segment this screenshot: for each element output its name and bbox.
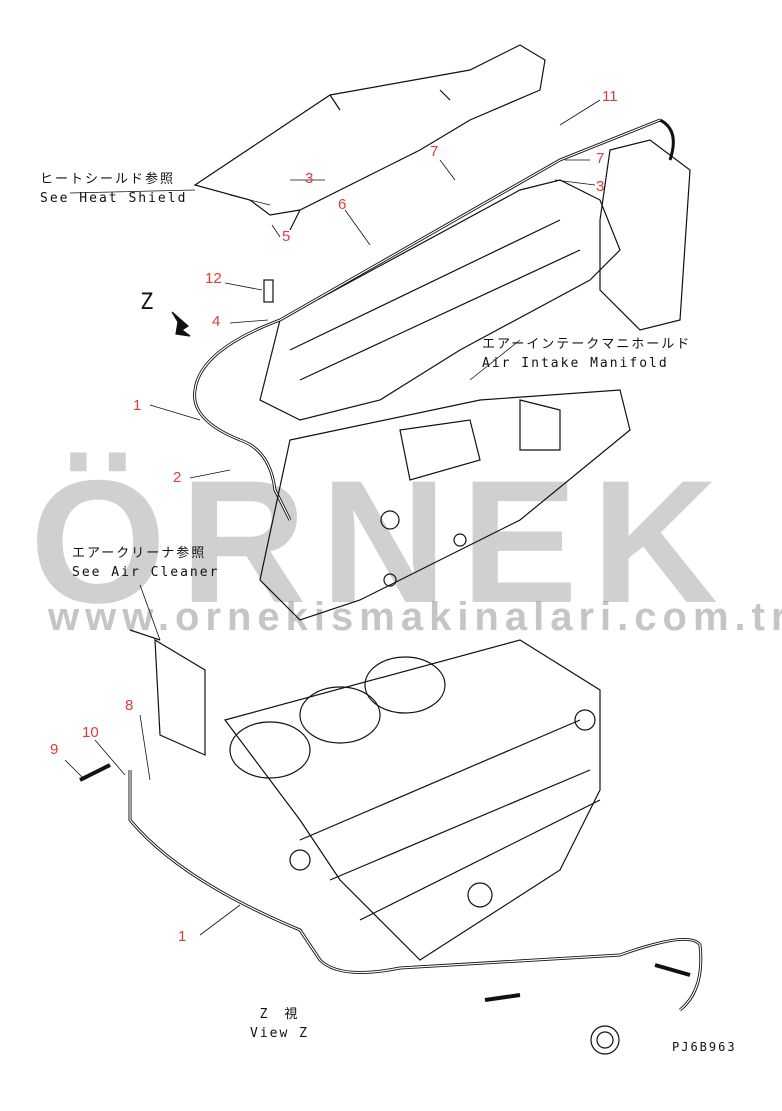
air-cleaner-bracket [154,638,206,756]
intake-note-jp: エアーインテークマニホールド [482,337,692,352]
view-z-jp: Z 視 [259,1007,300,1022]
air-cleaner-note-jp: エアークリーナ参照 [72,546,207,561]
drawing-code: PJ6B963 [672,1040,737,1054]
callout-5: 5 [282,228,291,245]
pipe-lower [128,770,703,1012]
z-view-marker: Z [140,290,154,315]
callout-1: 1 [178,928,187,945]
callout-11: 11 [602,88,618,105]
callout-7: 7 [430,143,439,160]
callout-6: 6 [338,196,347,213]
callout-3: 3 [305,170,314,187]
callout-12: 12 [205,270,222,287]
watermark-brand: ÖRNEK [30,445,732,640]
heat-shield [193,44,546,216]
intake-note-en: Air Intake Manifold [482,356,669,371]
callout-7: 7 [596,150,605,167]
heat-shield-note: ヒートシールド参照 See Heat Shield [40,170,187,208]
air-cleaner-note: エアークリーナ参照 See Air Cleaner [72,544,219,582]
callout-2: 2 [173,469,182,486]
callout-9: 9 [50,741,59,758]
callout-4: 4 [212,313,221,330]
callout-10: 10 [82,724,99,741]
fuel-pump [259,389,631,621]
callout-8: 8 [125,697,134,714]
callout-1: 1 [133,397,142,414]
intake-manifold-note: エアーインテークマニホールド Air Intake Manifold [482,335,691,373]
watermark-url: www.ornekismakinalari.com.tr [48,595,782,639]
heat-shield-note-jp: ヒートシールド参照 [40,172,176,187]
bracket [599,139,691,331]
intake-manifold [259,179,621,421]
air-cleaner-note-en: See Air Cleaner [72,565,220,580]
heat-shield-note-en: See Heat Shield [40,191,188,206]
view-z-note: Z 視 View Z [250,1005,309,1043]
view-z-en: View Z [250,1026,309,1041]
cylinder-block [223,639,601,961]
callout-3: 3 [596,178,605,195]
